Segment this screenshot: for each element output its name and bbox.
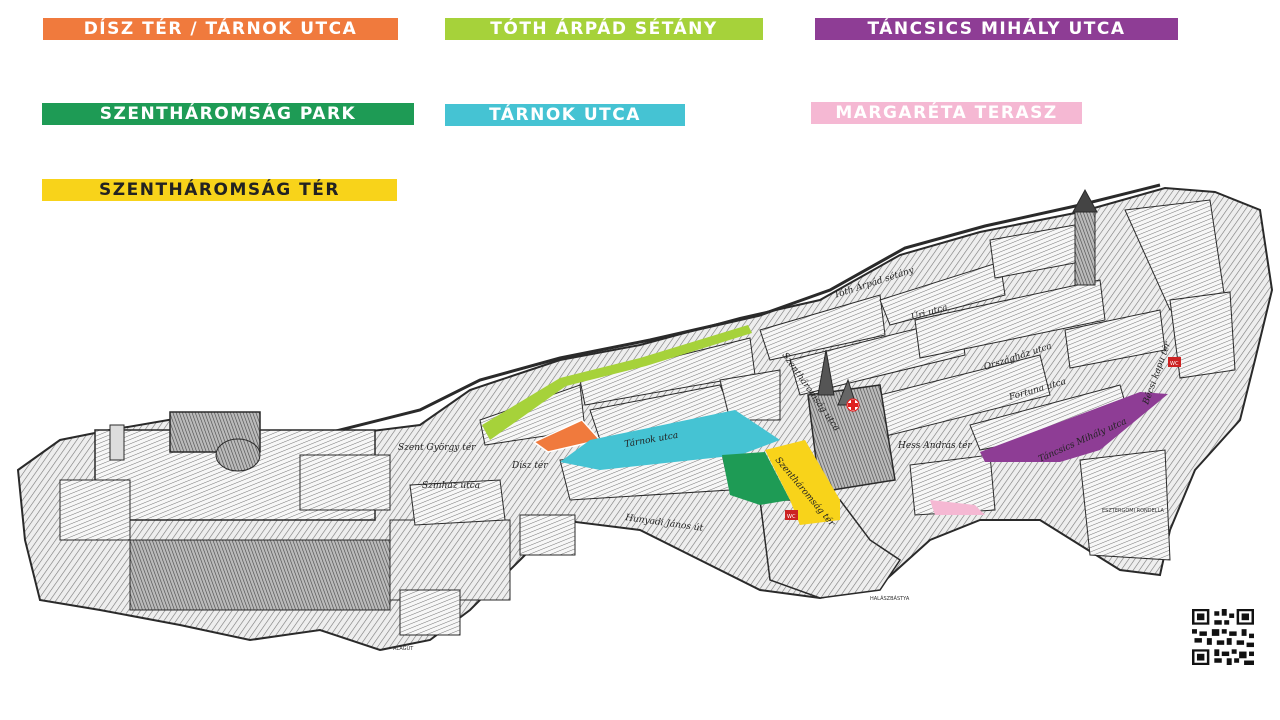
legend-tancsics: TÁNCSICS MIHÁLY UTCA xyxy=(815,18,1178,40)
label-halaszbastya: HALÁSZBÁSTYA xyxy=(870,595,910,602)
legend-label-text: TÁNCSICS MIHÁLY UTCA xyxy=(867,19,1126,39)
street-label-hess-andras: Hess András tér xyxy=(897,440,972,451)
legend-tarnok-utca: TÁRNOK UTCA xyxy=(445,104,685,126)
legend-margareta: MARGARÉTA TERASZ xyxy=(811,102,1082,124)
fishermans-bastion xyxy=(759,499,902,599)
qr-code-icon xyxy=(1192,609,1254,665)
legend-label-text: SZENTHÁROMSÁG PARK xyxy=(99,104,357,124)
matthias-church xyxy=(807,349,896,493)
zone-szentharomsag-park xyxy=(722,452,790,505)
svg-text:WC: WC xyxy=(1170,361,1179,367)
legend-label-text: DÍSZ TÉR / TÁRNOK UTCA xyxy=(83,19,358,39)
svg-text:WC: WC xyxy=(787,514,796,520)
zone-margareta xyxy=(930,500,985,515)
zone-szentharomsag-ter xyxy=(765,440,840,525)
wc-marker: WC xyxy=(785,510,798,520)
label-alagut: ALAGÚT xyxy=(393,645,414,652)
legend-szentharomsag-ter: SZENTHÁROMSÁG TÉR xyxy=(42,179,397,201)
label-esztergomi: ESZTERGOMI RONDELLA xyxy=(1102,508,1164,514)
royal-palace xyxy=(59,411,391,541)
street-label-szinhaz: Színház utca xyxy=(422,480,480,491)
wc-marker: WC xyxy=(1168,357,1181,367)
building-blocks xyxy=(409,199,1236,561)
street-label-disz-ter: Dísz tér xyxy=(511,460,548,471)
northern-wall xyxy=(299,183,1161,442)
legend-label-text: TÁRNOK UTCA xyxy=(489,105,641,125)
legend-label-text: MARGARÉTA TERASZ xyxy=(835,103,1058,123)
palace-gardens xyxy=(129,514,576,636)
legend-label-text: SZENTHÁROMSÁG TÉR xyxy=(99,180,340,200)
mary-magdalene-tower xyxy=(1072,188,1098,286)
zone-toth-arpad xyxy=(482,325,752,440)
first-aid-icon xyxy=(846,398,860,412)
zone-tancsics xyxy=(980,392,1168,462)
legend-szentharomsag-park: SZENTHÁROMSÁG PARK xyxy=(42,103,414,125)
legend-label-text: TÓTH ÁRPÁD SÉTÁNY xyxy=(490,19,718,39)
street-label-szent-gyorgy: Szent György tér xyxy=(398,442,476,453)
legend-toth-arpad: TÓTH ÁRPÁD SÉTÁNY xyxy=(445,18,763,40)
legend-disz-ter: DÍSZ TÉR / TÁRNOK UTCA xyxy=(43,18,398,40)
